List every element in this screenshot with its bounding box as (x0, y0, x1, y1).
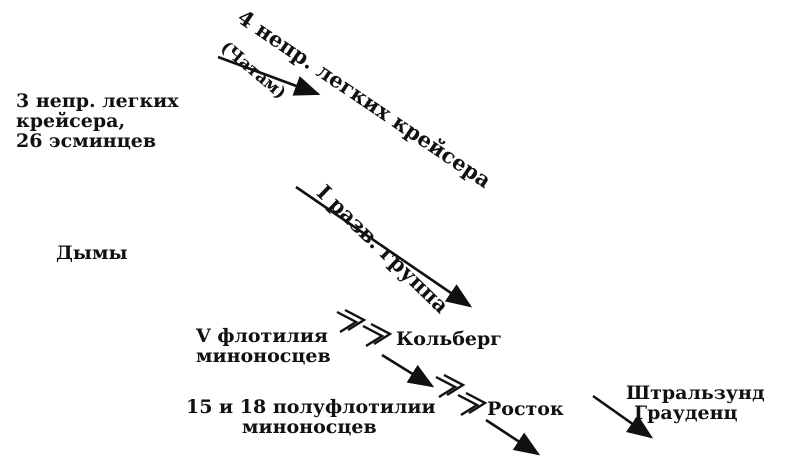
label-flotilla-v: V флотилия миноносцев (196, 325, 331, 367)
label-flotilla-v-line2: миноносцев (196, 344, 331, 367)
chevron-6 (443, 373, 466, 397)
chevron-4 (370, 322, 393, 346)
kolberg-arrow (381, 353, 435, 388)
label-smoke: Дымы (56, 242, 128, 264)
label-flotilla-v-line1: V флотилия (196, 325, 328, 347)
stralsund-arrow (592, 394, 654, 439)
label-kolberg: Кольберг (396, 328, 502, 350)
chatham-arrow (217, 55, 321, 96)
label-half-flotillas-line2: миноносцев (242, 415, 377, 438)
chevron-1 (336, 310, 359, 334)
flotilla-v-chevrons (336, 308, 393, 348)
label-3-cruisers-line1: 3 непр. легких (16, 90, 179, 112)
label-half-flotillas: 15 и 18 полуфлотилии миноносцев (186, 396, 436, 438)
label-rostock: Росток (487, 398, 564, 420)
half-flotillas-chevrons (435, 373, 488, 417)
label-3-cruisers: 3 непр. легких крейсера, 26 эсминцев (16, 90, 179, 152)
label-half-flotillas-line1: 15 и 18 полуфлотилии (186, 396, 436, 418)
label-3-cruisers-line3: 26 эсминцев (16, 129, 157, 152)
chevron-5 (435, 375, 458, 399)
label-stralsund-graudenz: Штральзунд Грауденц (626, 382, 765, 424)
recon-group-arrow (295, 185, 473, 308)
chevron-2 (344, 308, 367, 332)
label-stralsund: Штральзунд (626, 382, 765, 404)
chevron-8 (465, 391, 488, 415)
rostock-arrow (485, 418, 541, 456)
chevron-3 (362, 324, 385, 348)
chevron-7 (457, 393, 480, 417)
label-3-cruisers-line2: крейсера, (16, 109, 126, 132)
label-graudenz: Грауденц (634, 401, 738, 424)
